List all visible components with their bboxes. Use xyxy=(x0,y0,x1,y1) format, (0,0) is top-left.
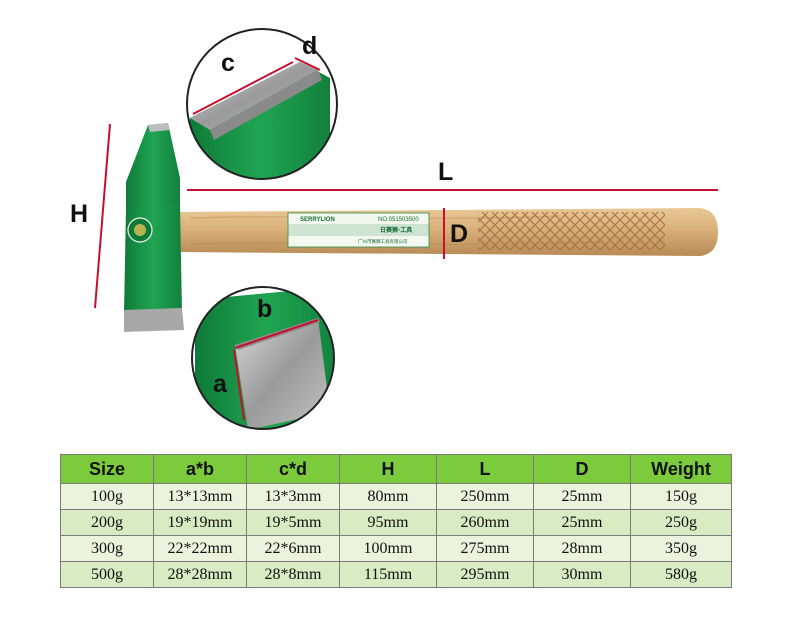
header-ab: a*b xyxy=(153,454,247,484)
table-cell: 30mm xyxy=(533,561,631,588)
header-size: Size xyxy=(60,454,154,484)
table-cell: 100mm xyxy=(339,535,437,562)
table-cell: 13*13mm xyxy=(153,483,247,510)
face-width-label: b xyxy=(257,295,273,323)
table-cell: 95mm xyxy=(339,509,437,536)
header-d: D xyxy=(533,454,631,484)
table-cell: 580g xyxy=(630,561,732,588)
header-h: H xyxy=(339,454,437,484)
table-header-row: Size a*b c*d H L D Weight xyxy=(60,454,732,484)
table-cell: 150g xyxy=(630,483,732,510)
chisel-width-label: c xyxy=(221,49,235,77)
handle-label: SERRYLION NO.051503500 日赛狮·工具 广州市赛狮工具有限公… xyxy=(287,212,430,248)
handle-company-text: 广州市赛狮工具有限公司 xyxy=(358,238,408,245)
face-height-label: a xyxy=(213,370,227,398)
table-cell: 19*19mm xyxy=(153,509,247,536)
table-cell: 295mm xyxy=(436,561,534,588)
length-label: L xyxy=(438,158,454,186)
diameter-label: D xyxy=(450,220,469,248)
table-cell: 250g xyxy=(630,509,732,536)
table-cell: 250mm xyxy=(436,483,534,510)
table-cell: 300g xyxy=(60,535,154,562)
table-cell: 22*6mm xyxy=(246,535,340,562)
table-row: 100g 13*13mm 13*3mm 80mm 250mm 25mm 150g xyxy=(60,483,732,510)
table-cell: 13*3mm xyxy=(246,483,340,510)
table-cell: 25mm xyxy=(533,509,631,536)
table-cell: 28*28mm xyxy=(153,561,247,588)
hammer-head xyxy=(124,123,184,332)
spec-table: Size a*b c*d H L D Weight 100g 13*13mm 1… xyxy=(60,454,732,588)
header-weight: Weight xyxy=(630,454,732,484)
handle-model-text: NO.051503500 xyxy=(378,217,419,223)
table-cell: 80mm xyxy=(339,483,437,510)
table-row: 500g 28*28mm 28*8mm 115mm 295mm 30mm 580… xyxy=(60,561,732,588)
height-label: H xyxy=(70,200,89,228)
header-l: L xyxy=(436,454,534,484)
face-detail-inset xyxy=(191,286,335,430)
table-cell: 28*8mm xyxy=(246,561,340,588)
table-cell: 25mm xyxy=(533,483,631,510)
peen-detail-inset xyxy=(186,28,338,180)
table-cell: 260mm xyxy=(436,509,534,536)
table-cell: 19*5mm xyxy=(246,509,340,536)
handle-brand-text: SERRYLION xyxy=(300,217,335,223)
table-cell: 100g xyxy=(60,483,154,510)
table-row: 200g 19*19mm 19*5mm 95mm 260mm 25mm 250g xyxy=(60,509,732,536)
handle-brand-cn-text: 日赛狮·工具 xyxy=(380,226,412,234)
table-cell: 28mm xyxy=(533,535,631,562)
table-cell: 22*22mm xyxy=(153,535,247,562)
table-cell: 275mm xyxy=(436,535,534,562)
table-cell: 350g xyxy=(630,535,732,562)
table-cell: 200g xyxy=(60,509,154,536)
dimension-lines xyxy=(94,123,718,309)
chisel-thickness-label: d xyxy=(302,32,318,60)
hammer-handle xyxy=(178,208,718,256)
table-cell: 115mm xyxy=(339,561,437,588)
hammer-illustration: SERRYLION NO.051503500 日赛狮·工具 广州市赛狮工具有限公… xyxy=(94,28,718,430)
table-cell: 500g xyxy=(60,561,154,588)
table-row: 300g 22*22mm 22*6mm 100mm 275mm 28mm 350… xyxy=(60,535,732,562)
header-cd: c*d xyxy=(246,454,340,484)
